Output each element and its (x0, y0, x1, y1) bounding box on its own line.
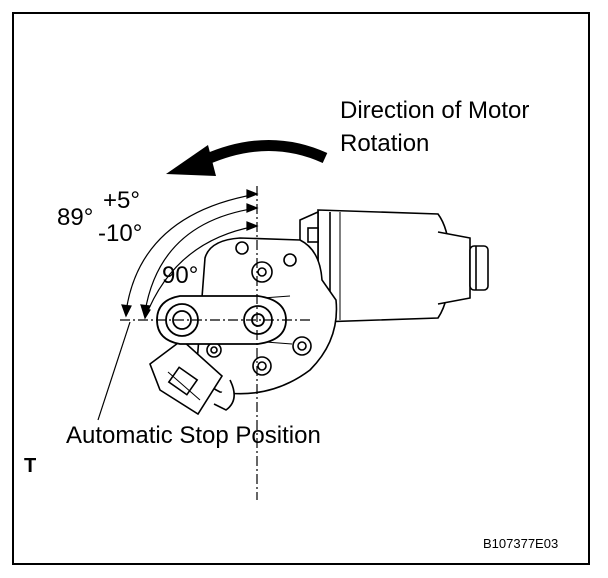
angle-label-main: 89° (57, 204, 94, 231)
angle-tolerance-plus: +5° (103, 187, 140, 214)
direction-label-line2: Rotation (340, 130, 430, 157)
angle-label-90: 90° (162, 262, 199, 289)
figure-code: B107377E03 (483, 536, 559, 551)
direction-label-line1: Direction of Motor (340, 97, 530, 124)
stop-position-label: Automatic Stop Position (66, 422, 321, 449)
rotation-arrow (166, 140, 328, 176)
motor-body (299, 209, 489, 323)
angle-dimension-lines (97, 186, 310, 500)
corner-letter: T (24, 455, 37, 477)
angle-tolerance-minus: -10° (98, 220, 143, 247)
